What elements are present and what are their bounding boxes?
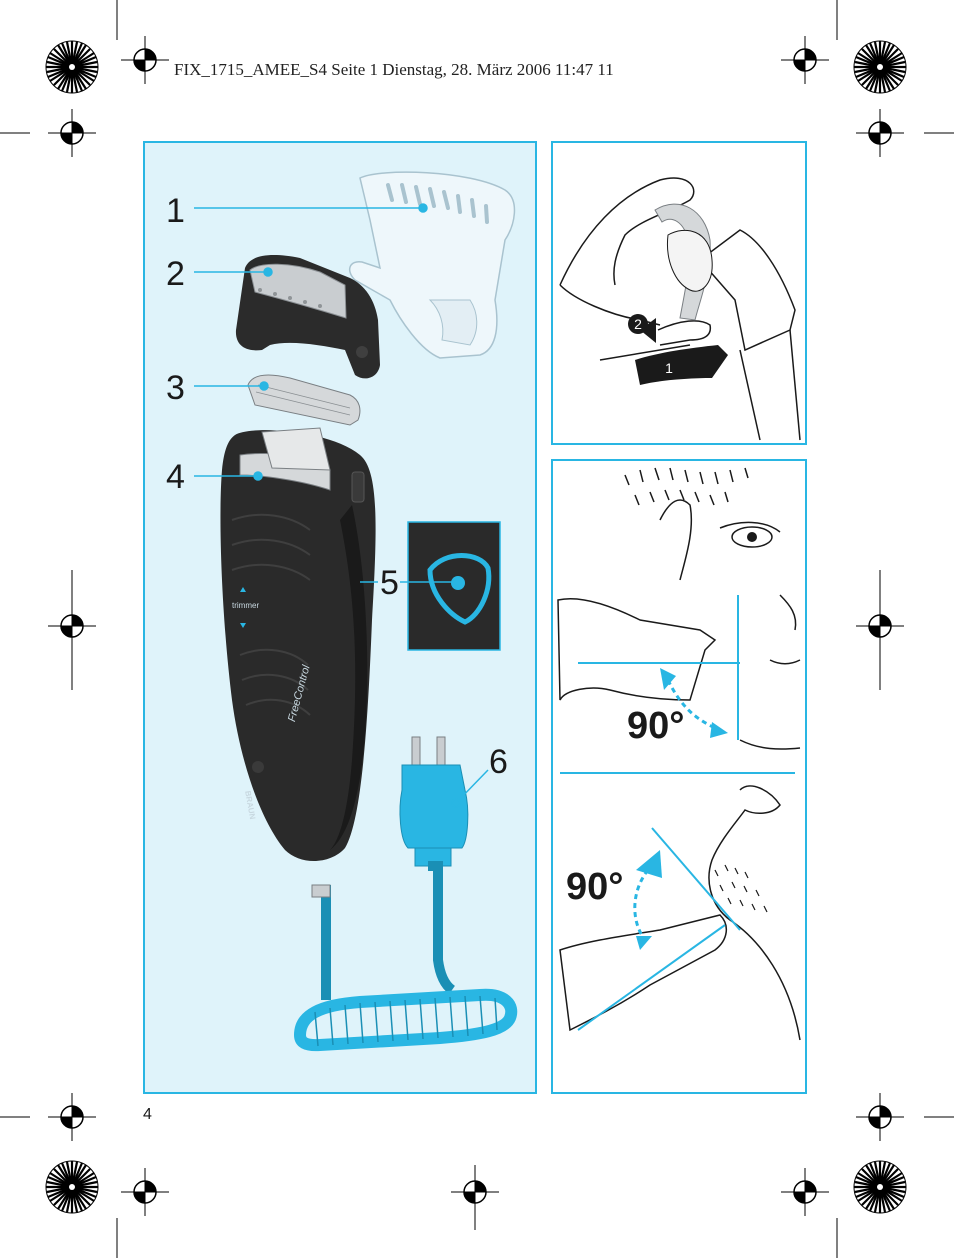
- part-label-3: 3: [166, 369, 185, 407]
- angle-label-top: 90°: [627, 705, 685, 747]
- step-badge-1: 1: [659, 358, 679, 378]
- step-badge-2: 2: [628, 314, 648, 334]
- angle-label-bottom: 90°: [566, 866, 624, 908]
- shaver-body-illustration: [220, 427, 376, 862]
- part-label-5: 5: [380, 564, 399, 602]
- remove-cap-panel: [551, 141, 807, 445]
- trimmer-label: trimmer: [232, 601, 260, 610]
- shaver-head-illustration: [235, 255, 380, 379]
- shaver-foil-illustration: [247, 374, 361, 426]
- part-label-2: 2: [166, 255, 185, 293]
- part-label-1: 1: [166, 192, 185, 230]
- print-header: FIX_1715_AMEE_S4 Seite 1 Dienstag, 28. M…: [174, 60, 614, 79]
- power-cord-illustration: [293, 736, 518, 1052]
- part-label-6: 6: [489, 743, 508, 781]
- switch-inset: [407, 521, 501, 651]
- protective-cap-illustration: [348, 171, 516, 359]
- page-number: 4: [143, 1106, 152, 1123]
- part-label-4: 4: [166, 458, 185, 496]
